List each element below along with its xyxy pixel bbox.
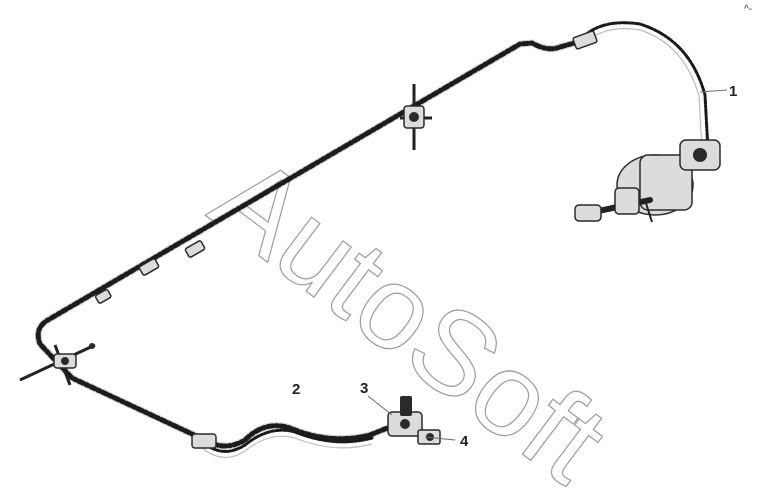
- corner-mark: ^-: [744, 4, 752, 15]
- lower-clip-bracket: [19, 343, 96, 386]
- callout-3-label: 3: [360, 380, 368, 397]
- clutch-line: [34, 38, 582, 450]
- callout-1-label: 1: [729, 83, 737, 100]
- line-clips: [94, 240, 206, 304]
- upper-clip-bracket: [400, 84, 432, 150]
- slave-cylinder-assembly: [387, 396, 441, 445]
- callout-4-label: 4: [460, 433, 469, 450]
- flex-hose: [191, 428, 374, 458]
- callout-2-label: 2: [292, 381, 300, 398]
- master-cylinder: [574, 139, 721, 223]
- upper-hose: [572, 21, 710, 152]
- leader-lines: [367, 89, 728, 441]
